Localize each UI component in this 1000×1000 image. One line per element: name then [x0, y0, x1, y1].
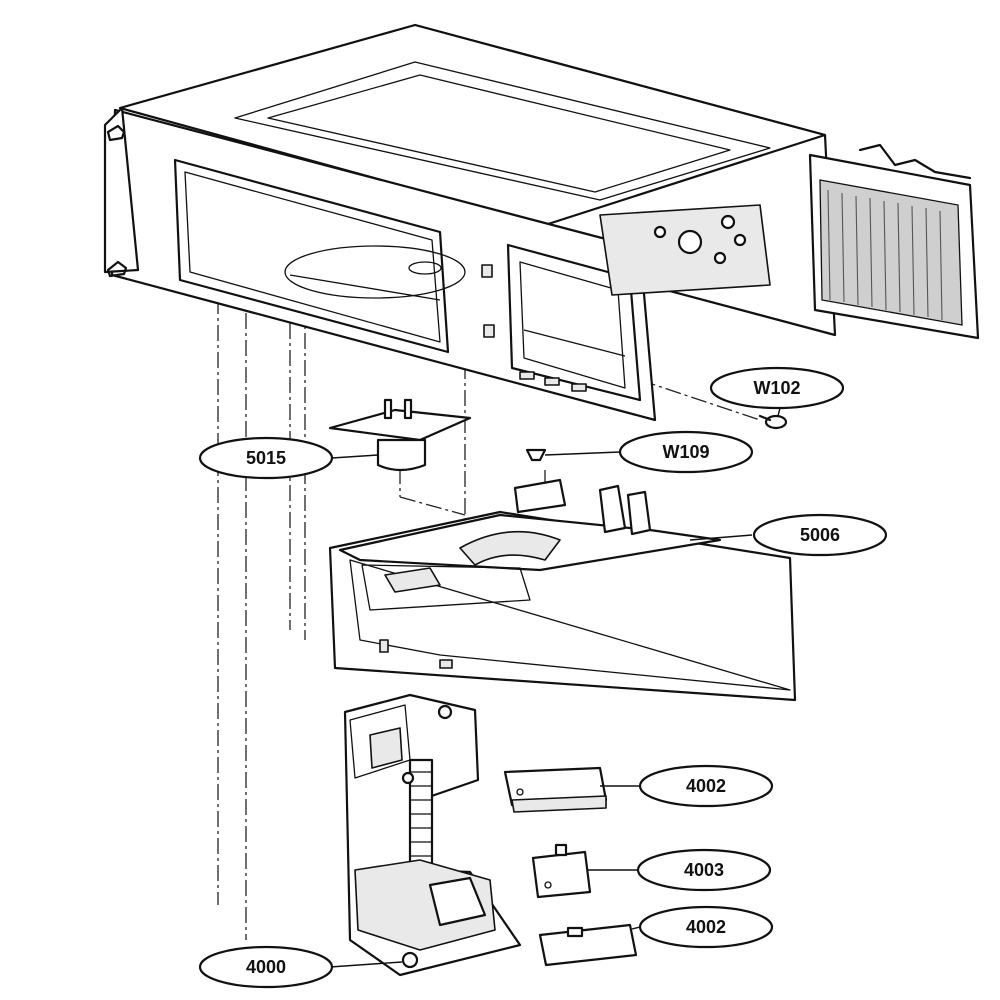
switch-4003	[531, 843, 592, 899]
callout-label: 4002	[686, 776, 726, 796]
callout-label: 5015	[246, 448, 286, 468]
screw-w102	[758, 414, 788, 430]
latch-board-4000	[343, 693, 522, 977]
callout-label: 4002	[686, 917, 726, 937]
callout-label: 5006	[800, 525, 840, 545]
callout-label: 4000	[246, 957, 286, 977]
switch-4002-upper	[503, 766, 608, 813]
callout-w102: W102	[709, 366, 845, 410]
callout-5006: 5006	[752, 513, 888, 557]
callout-4000: 4000	[198, 945, 334, 989]
callout-label: W102	[753, 378, 800, 398]
callout-w109: W109	[618, 430, 754, 474]
lamp-assembly-5015	[328, 398, 472, 472]
callout-label: W109	[662, 442, 709, 462]
callout-4002-upper: 4002	[638, 764, 774, 808]
cabinet-assembly	[103, 23, 980, 422]
screw-w109	[525, 448, 547, 462]
callout-4003: 4003	[636, 848, 772, 892]
callout-5015: 5015	[198, 436, 334, 480]
bracket-5006	[328, 478, 797, 702]
switch-4002-lower	[538, 923, 638, 967]
leader-lines	[329, 407, 781, 968]
callout-4002-lower: 4002	[638, 905, 774, 949]
callout-label: 4003	[684, 860, 724, 880]
